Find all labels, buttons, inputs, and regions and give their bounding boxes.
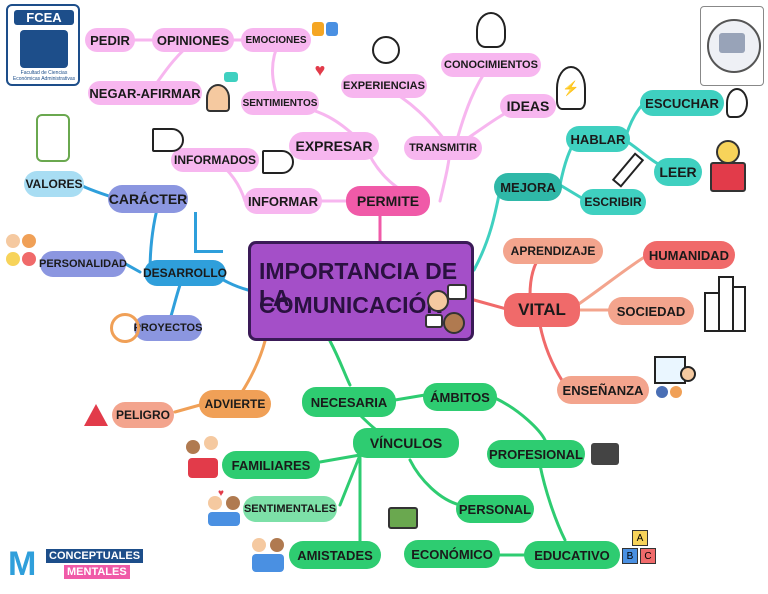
node-escribir: ESCRIBIR	[580, 189, 646, 215]
university-seal-logo	[700, 6, 764, 86]
node-aprendizaje: APRENDIZAJE	[503, 238, 603, 264]
brand-logo: M CONCEPTUALES MENTALES	[8, 545, 144, 585]
emoji-faces-icon	[6, 234, 40, 280]
brand-line-2: MENTALES	[64, 565, 130, 579]
node-personal: PERSONAL	[456, 495, 534, 523]
node-hablar: HABLAR	[566, 126, 630, 152]
friends-icon	[252, 536, 286, 574]
seal-inner	[719, 33, 745, 53]
node-peligro: PELIGRO	[112, 402, 174, 428]
node-proyectos: PROYECTOS	[134, 315, 202, 341]
node-vital: VITAL	[504, 293, 580, 327]
megaphone-icon	[262, 150, 294, 174]
node-conocimientos: CONOCIMIENTOS	[441, 53, 541, 77]
node-permite: PERMITE	[346, 186, 430, 216]
head-brain-icon	[476, 12, 506, 48]
node-ambitos: ÁMBITOS	[423, 383, 497, 411]
node-pedir: PEDIR	[85, 28, 135, 52]
node-opiniones: OPINIONES	[152, 28, 234, 52]
node-expresar: EXPRESAR	[289, 132, 379, 160]
node-leer: LEER	[654, 158, 702, 186]
node-advierte: ADVIERTE	[199, 390, 271, 418]
node-negar-afirmar: NEGAR-AFIRMAR	[88, 81, 202, 105]
buildings-icon	[704, 276, 746, 332]
gear-bulb-icon	[110, 313, 140, 343]
fcea-logo-caption: Facultad de Ciencias Económicas Administ…	[12, 70, 76, 82]
couple-icon: ♥	[208, 488, 242, 528]
ear-icon	[726, 88, 748, 118]
node-caracter: CARÁCTER	[108, 185, 188, 213]
node-informados: INFORMADOS	[171, 148, 259, 172]
central-topic-line-1: IMPORTANCIA DE LA	[259, 258, 458, 311]
node-economico: ECONÓMICO	[404, 540, 500, 568]
node-experiencias: EXPERIENCIAS	[341, 74, 427, 98]
node-desarrollo: DESARROLLO	[143, 260, 227, 286]
climbing-stairs-icon	[194, 212, 223, 253]
fcea-logo-text: FCEA	[14, 10, 74, 25]
seal-circle	[707, 19, 761, 73]
node-sentimentales: SENTIMENTALES	[243, 496, 337, 522]
node-personalidad: PERSONALIDAD	[39, 251, 127, 277]
node-amistades: AMISTADES	[289, 541, 381, 569]
briefcase-icon	[590, 436, 620, 466]
node-escuchar: ESCUCHAR	[640, 90, 724, 116]
node-mejora: MEJORA	[494, 173, 562, 201]
fcea-logo: FCEA Facultad de Ciencias Económicas Adm…	[6, 4, 80, 86]
central-topic-line-2: COMUNICACIÓN	[259, 292, 443, 318]
node-sociedad: SOCIEDAD	[608, 297, 694, 325]
brand-letter: M	[8, 545, 37, 583]
lightbulb-head-icon: ⚡	[556, 66, 586, 110]
node-valores: VALORES	[24, 171, 84, 197]
node-humanidad: HUMANIDAD	[643, 241, 735, 269]
clock-gear-icon	[372, 36, 400, 64]
chat-person-icon	[204, 72, 238, 112]
money-icon	[388, 502, 418, 534]
emotions-faces-icon	[310, 14, 340, 44]
teacher-board-icon	[654, 356, 696, 408]
node-educativo: EDUCATIVO	[524, 541, 620, 569]
brand-line-1: CONCEPTUALES	[46, 549, 144, 563]
people-talking-icon	[425, 284, 467, 336]
fcea-building-icon	[20, 30, 68, 68]
central-topic: IMPORTANCIA DE LA COMUNICACIÓN	[248, 241, 474, 341]
megaphone-icon	[152, 128, 184, 152]
node-necesaria: NECESARIA	[302, 387, 396, 417]
reading-boy-icon	[706, 140, 746, 192]
node-informar: INFORMAR	[244, 188, 322, 214]
node-familiares: FAMILIARES	[222, 451, 320, 479]
warning-icon	[84, 402, 108, 428]
family-icon	[186, 436, 222, 480]
node-transmitir: TRANSMITIR	[404, 136, 482, 160]
node-vinculos: VÍNCULOS	[353, 428, 459, 458]
node-ensenanza: ENSEÑANZA	[557, 376, 649, 404]
hand-people-icon	[36, 114, 70, 162]
node-profesional: PROFESIONAL	[487, 440, 585, 468]
node-ideas: IDEAS	[500, 94, 556, 118]
node-sentimientos: SENTIMIENTOS	[241, 91, 319, 115]
heart-icon: ♥	[314, 59, 326, 80]
abc-blocks-icon: A B C	[622, 530, 658, 574]
node-emociones: EMOCIONES	[241, 28, 311, 52]
